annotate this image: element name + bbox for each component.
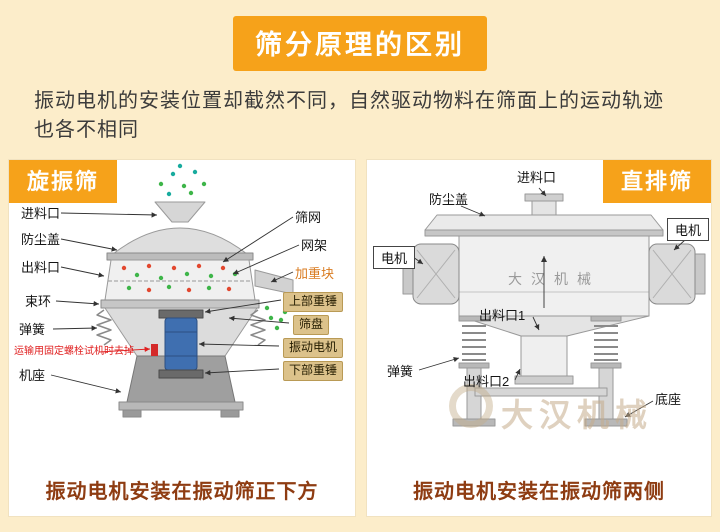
rotary-sieve-panel: 进料口 防尘盖 出料口 束环 弹簧 运输用固定螺栓试机时去掉 机座 筛网 网架 … bbox=[8, 159, 356, 517]
rotary-sieve-caption: 振动电机安装在振动筛正下方 bbox=[45, 481, 319, 503]
rotary-machine bbox=[96, 201, 294, 418]
label-motor-right: 电机 bbox=[667, 218, 710, 241]
banner-row: 筛分原理的区别 bbox=[0, 0, 720, 71]
straight-machine: 大汉机械 bbox=[402, 193, 706, 427]
label-clamp-ring: 束环 bbox=[25, 294, 52, 309]
label-weight-block: 加重块 bbox=[295, 266, 335, 281]
label-spring: 弹簧 bbox=[19, 322, 46, 337]
label-dust-cover: 防尘盖 bbox=[429, 192, 469, 207]
label-transport-note: 运输用固定螺栓试机时去掉 bbox=[14, 346, 134, 357]
machine-brand-text: 大汉机械 bbox=[508, 271, 600, 287]
label-screen-mesh: 筛网 bbox=[295, 210, 322, 225]
label-motor-left: 电机 bbox=[373, 246, 416, 269]
label-dust-cover: 防尘盖 bbox=[21, 232, 61, 247]
label-vibration-motor: 振动电机 bbox=[283, 338, 344, 358]
leader-lines bbox=[412, 187, 686, 418]
straight-sieve-panel: 大汉机械 bbox=[366, 159, 712, 517]
label-discharge-outlet: 出料口 bbox=[21, 260, 61, 275]
feed-particles bbox=[158, 163, 207, 197]
label-outlet-2: 出料口2 bbox=[463, 374, 510, 389]
straight-sieve-diagram: 大汉机械 bbox=[402, 187, 706, 427]
intro-line-2: 也各不相同 bbox=[34, 119, 139, 141]
label-base: 底座 bbox=[655, 392, 682, 407]
straight-sieve-tag: 直排筛 bbox=[602, 160, 711, 203]
comparison-panels: 进料口 防尘盖 出料口 束环 弹簧 运输用固定螺栓试机时去掉 机座 筛网 网架 … bbox=[8, 159, 712, 517]
intro-text: 振动电机的安装位置却截然不同，自然驱动物料在筛面上的运动轨迹 也各不相同 bbox=[34, 87, 686, 145]
page-title-banner: 筛分原理的区别 bbox=[233, 16, 487, 71]
label-sieve-pan: 筛盘 bbox=[293, 315, 330, 335]
label-feed-inlet: 进料口 bbox=[517, 170, 557, 185]
label-spring: 弹簧 bbox=[387, 364, 414, 379]
rotary-sieve-diagram bbox=[50, 163, 300, 418]
straight-sieve-caption: 振动电机安装在振动筛两侧 bbox=[413, 481, 665, 503]
label-outlet-1: 出料口1 bbox=[479, 308, 526, 323]
intro-line-1: 振动电机的安装位置却截然不同，自然驱动物料在筛面上的运动轨迹 bbox=[34, 90, 664, 112]
label-base: 机座 bbox=[19, 368, 46, 383]
label-upper-hammer: 上部重锤 bbox=[283, 292, 344, 312]
label-mesh-frame: 网架 bbox=[301, 238, 328, 253]
label-feed-inlet: 进料口 bbox=[21, 206, 61, 221]
leader-lines bbox=[50, 212, 300, 394]
rotary-sieve-tag: 旋振筛 bbox=[9, 160, 118, 203]
label-lower-hammer: 下部重锤 bbox=[283, 361, 344, 381]
